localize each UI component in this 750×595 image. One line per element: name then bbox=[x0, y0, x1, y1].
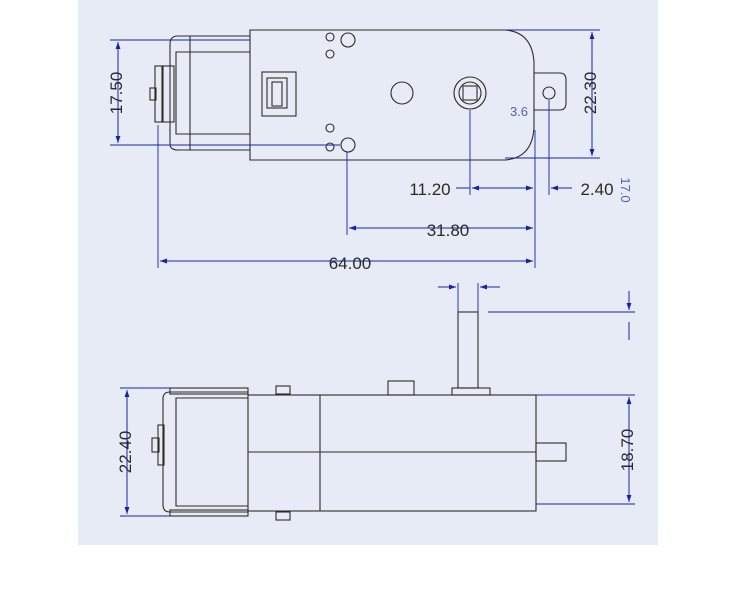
dim-gearbox-height: 18.70 bbox=[618, 429, 637, 472]
top-view-dimensions bbox=[110, 29, 600, 268]
dim-height-right: 22.30 bbox=[581, 72, 600, 115]
side-view: 22.40 18.70 bbox=[116, 283, 637, 521]
dim-overall-length: 64.00 bbox=[329, 254, 372, 273]
dim-tab-thickness: 17.0 bbox=[618, 177, 633, 202]
drawing-panel bbox=[78, 0, 658, 545]
top-view: 17.50 22.30 11.20 2.40 3.6 17.0 31.80 64… bbox=[107, 29, 633, 273]
side-view-dimensions bbox=[120, 283, 635, 517]
side-view-outline bbox=[151, 311, 567, 521]
top-view-outline bbox=[149, 29, 567, 161]
dim-overall-height: 22.40 bbox=[116, 431, 135, 474]
dim-tab-offset: 2.40 bbox=[580, 180, 613, 199]
dim-mount-to-tab: 31.80 bbox=[427, 221, 470, 240]
dim-hole-diameter: 3.6 bbox=[510, 104, 528, 119]
dim-hole-to-shaft: 11.20 bbox=[409, 180, 450, 199]
dim-height-left: 17.50 bbox=[107, 72, 126, 115]
